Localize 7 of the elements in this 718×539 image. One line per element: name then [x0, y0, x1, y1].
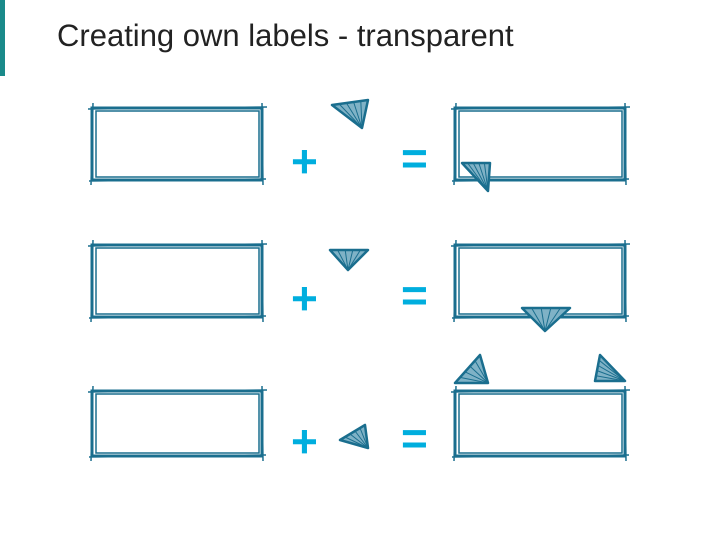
equals-sign: = [401, 415, 428, 461]
plus-sign: + [291, 418, 318, 464]
equals-sign: = [401, 272, 428, 318]
plus-sign: + [291, 138, 318, 184]
slide-title: Creating own labels - transparent [57, 18, 514, 54]
plus-sign: + [291, 275, 318, 321]
equals-sign: = [401, 135, 428, 181]
